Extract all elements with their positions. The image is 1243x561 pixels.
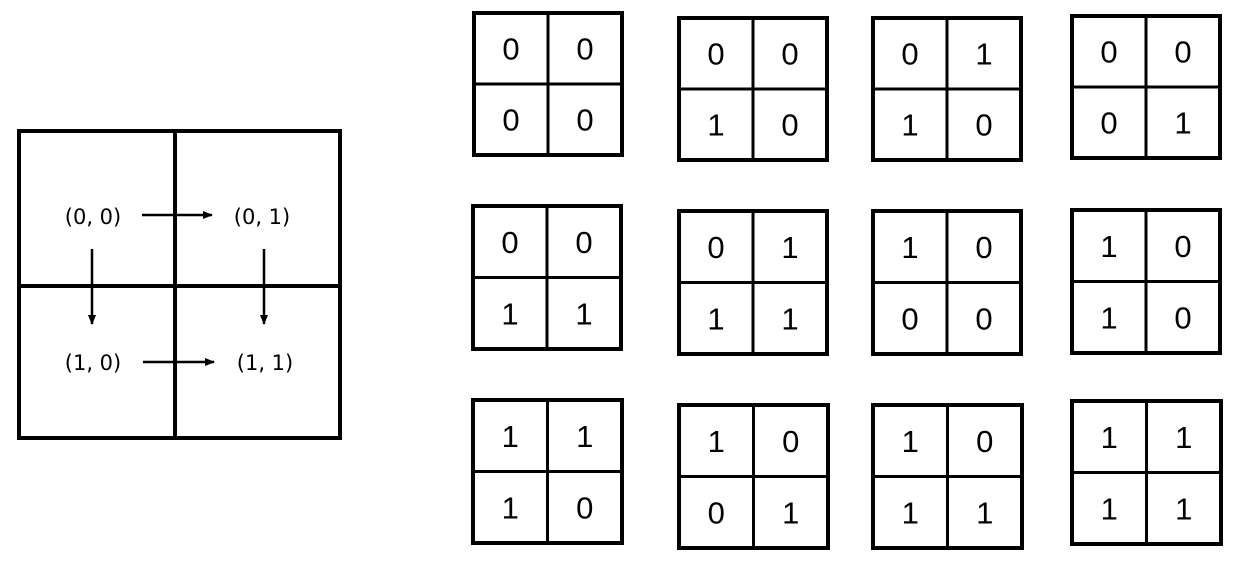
binary-grid-cell-value: 0 [707, 230, 724, 265]
binary-grid-cell-value: 1 [501, 296, 518, 331]
binary-grid-cell-value: 1 [1101, 420, 1118, 455]
binary-grid-cell-value: 1 [1175, 491, 1192, 526]
binary-grid-cell-value: 1 [902, 424, 919, 459]
binary-grid-10: 1 0 0 1 [677, 403, 830, 550]
binary-grid-6: 0 1 1 1 [677, 209, 829, 356]
binary-grid-cell-value: 1 [1101, 491, 1118, 526]
binary-grid-3: 0 1 1 0 [871, 16, 1023, 162]
binary-grid-cell-value: 1 [781, 230, 798, 265]
binary-grid-cell-value: 0 [501, 225, 518, 260]
binary-grid-cell-value: 1 [901, 230, 918, 265]
binary-grid-cell-value: 1 [781, 301, 798, 336]
binary-grid-5: 0 0 1 1 [471, 204, 623, 351]
binary-grid-1: 0 0 0 0 [472, 11, 624, 157]
binary-grid-cell-value: 0 [576, 32, 593, 67]
index-label-01: (0, 1) [234, 205, 290, 229]
binary-grid-cell-value: 1 [575, 296, 592, 331]
binary-grid-cell-value: 0 [576, 103, 593, 138]
binary-grid-cell-value: 0 [975, 301, 992, 336]
binary-grid-4: 0 0 0 1 [1070, 14, 1222, 160]
binary-grid-cell-value: 1 [782, 495, 799, 530]
binary-grid-cell-value: 1 [707, 301, 724, 336]
binary-grid-cell-value: 0 [782, 424, 799, 459]
binary-grid-cell-value: 0 [708, 495, 725, 530]
binary-grid-cell-value: 1 [902, 495, 919, 530]
binary-grid-cell-value: 1 [708, 424, 725, 459]
binary-grid-cell-value: 0 [781, 37, 798, 72]
binary-grid-12: 1 1 1 1 [1070, 399, 1223, 546]
binary-grid-cell-value: 1 [502, 490, 519, 525]
binary-grid-cell-value: 0 [576, 490, 593, 525]
binary-grid-2: 0 0 1 0 [677, 16, 829, 162]
binary-grid-cell-value: 1 [975, 37, 992, 72]
binary-grid-cell-value: 0 [1174, 229, 1191, 264]
binary-grid-cell-value: 1 [502, 419, 519, 454]
binary-grid-cell-value: 0 [781, 108, 798, 143]
binary-grid-cell-value: 1 [1175, 420, 1192, 455]
binary-grid-cell-value: 0 [502, 103, 519, 138]
index-label-00: (0, 0) [65, 205, 121, 229]
binary-grid-cell-value: 0 [901, 37, 918, 72]
binary-grid-cell-value: 0 [575, 225, 592, 260]
binary-grid-cell-value: 1 [1100, 229, 1117, 264]
binary-grid-cell-value: 1 [1174, 106, 1191, 141]
binary-grid-cell-value: 0 [976, 424, 993, 459]
binary-grid-cell-value: 0 [975, 108, 992, 143]
index-label-10: (1, 0) [65, 351, 121, 375]
binary-grid-cell-value: 1 [576, 419, 593, 454]
binary-grid-cell-value: 1 [901, 108, 918, 143]
binary-grid-9: 1 1 1 0 [471, 398, 624, 545]
binary-grid-cell-value: 0 [1100, 35, 1117, 70]
index-grid: (0, 0) (0, 1) (1, 0) (1, 1) [17, 129, 342, 440]
binary-grid-cell-value: 0 [707, 37, 724, 72]
binary-grid-7: 1 0 0 0 [871, 209, 1023, 356]
binary-grid-11: 1 0 1 1 [871, 403, 1024, 550]
binary-grid-cell-value: 0 [1100, 106, 1117, 141]
binary-grid-cell-value: 0 [1174, 35, 1191, 70]
index-label-11: (1, 1) [237, 351, 293, 375]
binary-grid-cell-value: 1 [1100, 300, 1117, 335]
binary-grid-8: 1 0 1 0 [1070, 208, 1222, 355]
binary-grid-cell-value: 0 [1174, 300, 1191, 335]
binary-grid-cell-value: 0 [901, 301, 918, 336]
binary-grid-cell-value: 1 [976, 495, 993, 530]
binary-grid-cell-value: 0 [502, 32, 519, 67]
binary-grid-cell-value: 0 [975, 230, 992, 265]
binary-grid-cell-value: 1 [707, 108, 724, 143]
